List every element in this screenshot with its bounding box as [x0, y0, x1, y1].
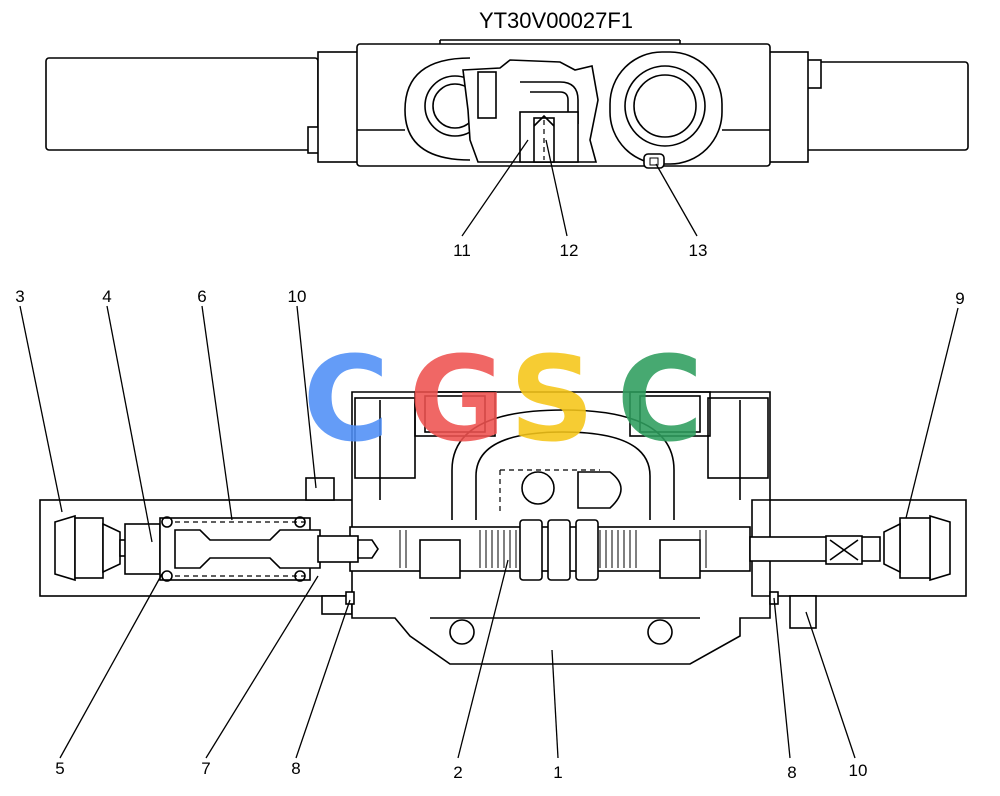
top-view: [45, 39, 969, 169]
watermark-letter: G: [409, 330, 506, 468]
callout-10-left: 10: [288, 287, 307, 306]
callout-10-right: 10: [849, 761, 868, 780]
callout-3: 3: [15, 287, 24, 306]
callout-9: 9: [955, 289, 964, 308]
spool-hatching: [399, 530, 707, 568]
callout-6: 6: [197, 287, 206, 306]
callout-13: 13: [689, 241, 708, 260]
callout-8-left: 8: [291, 759, 300, 778]
callout-labels: 11 12 13 3 4 6 10 9 5 7 8 2 1 8 10: [15, 241, 964, 782]
callout-12: 12: [560, 241, 579, 260]
watermark-letter: C: [617, 330, 704, 468]
callout-5: 5: [55, 759, 64, 778]
callout-8-right: 8: [787, 763, 796, 782]
leader-lines: [19, 139, 959, 759]
drawing-code: YT30V00027F1: [479, 8, 633, 33]
watermark: C G S C: [303, 330, 704, 468]
callout-2: 2: [453, 763, 462, 782]
section-view: [39, 391, 967, 665]
callout-7: 7: [201, 759, 210, 778]
watermark-letter: S: [510, 330, 595, 468]
callout-1: 1: [553, 763, 562, 782]
callout-11: 11: [453, 241, 471, 260]
watermark-letter: C: [303, 330, 390, 468]
callout-4: 4: [102, 287, 111, 306]
